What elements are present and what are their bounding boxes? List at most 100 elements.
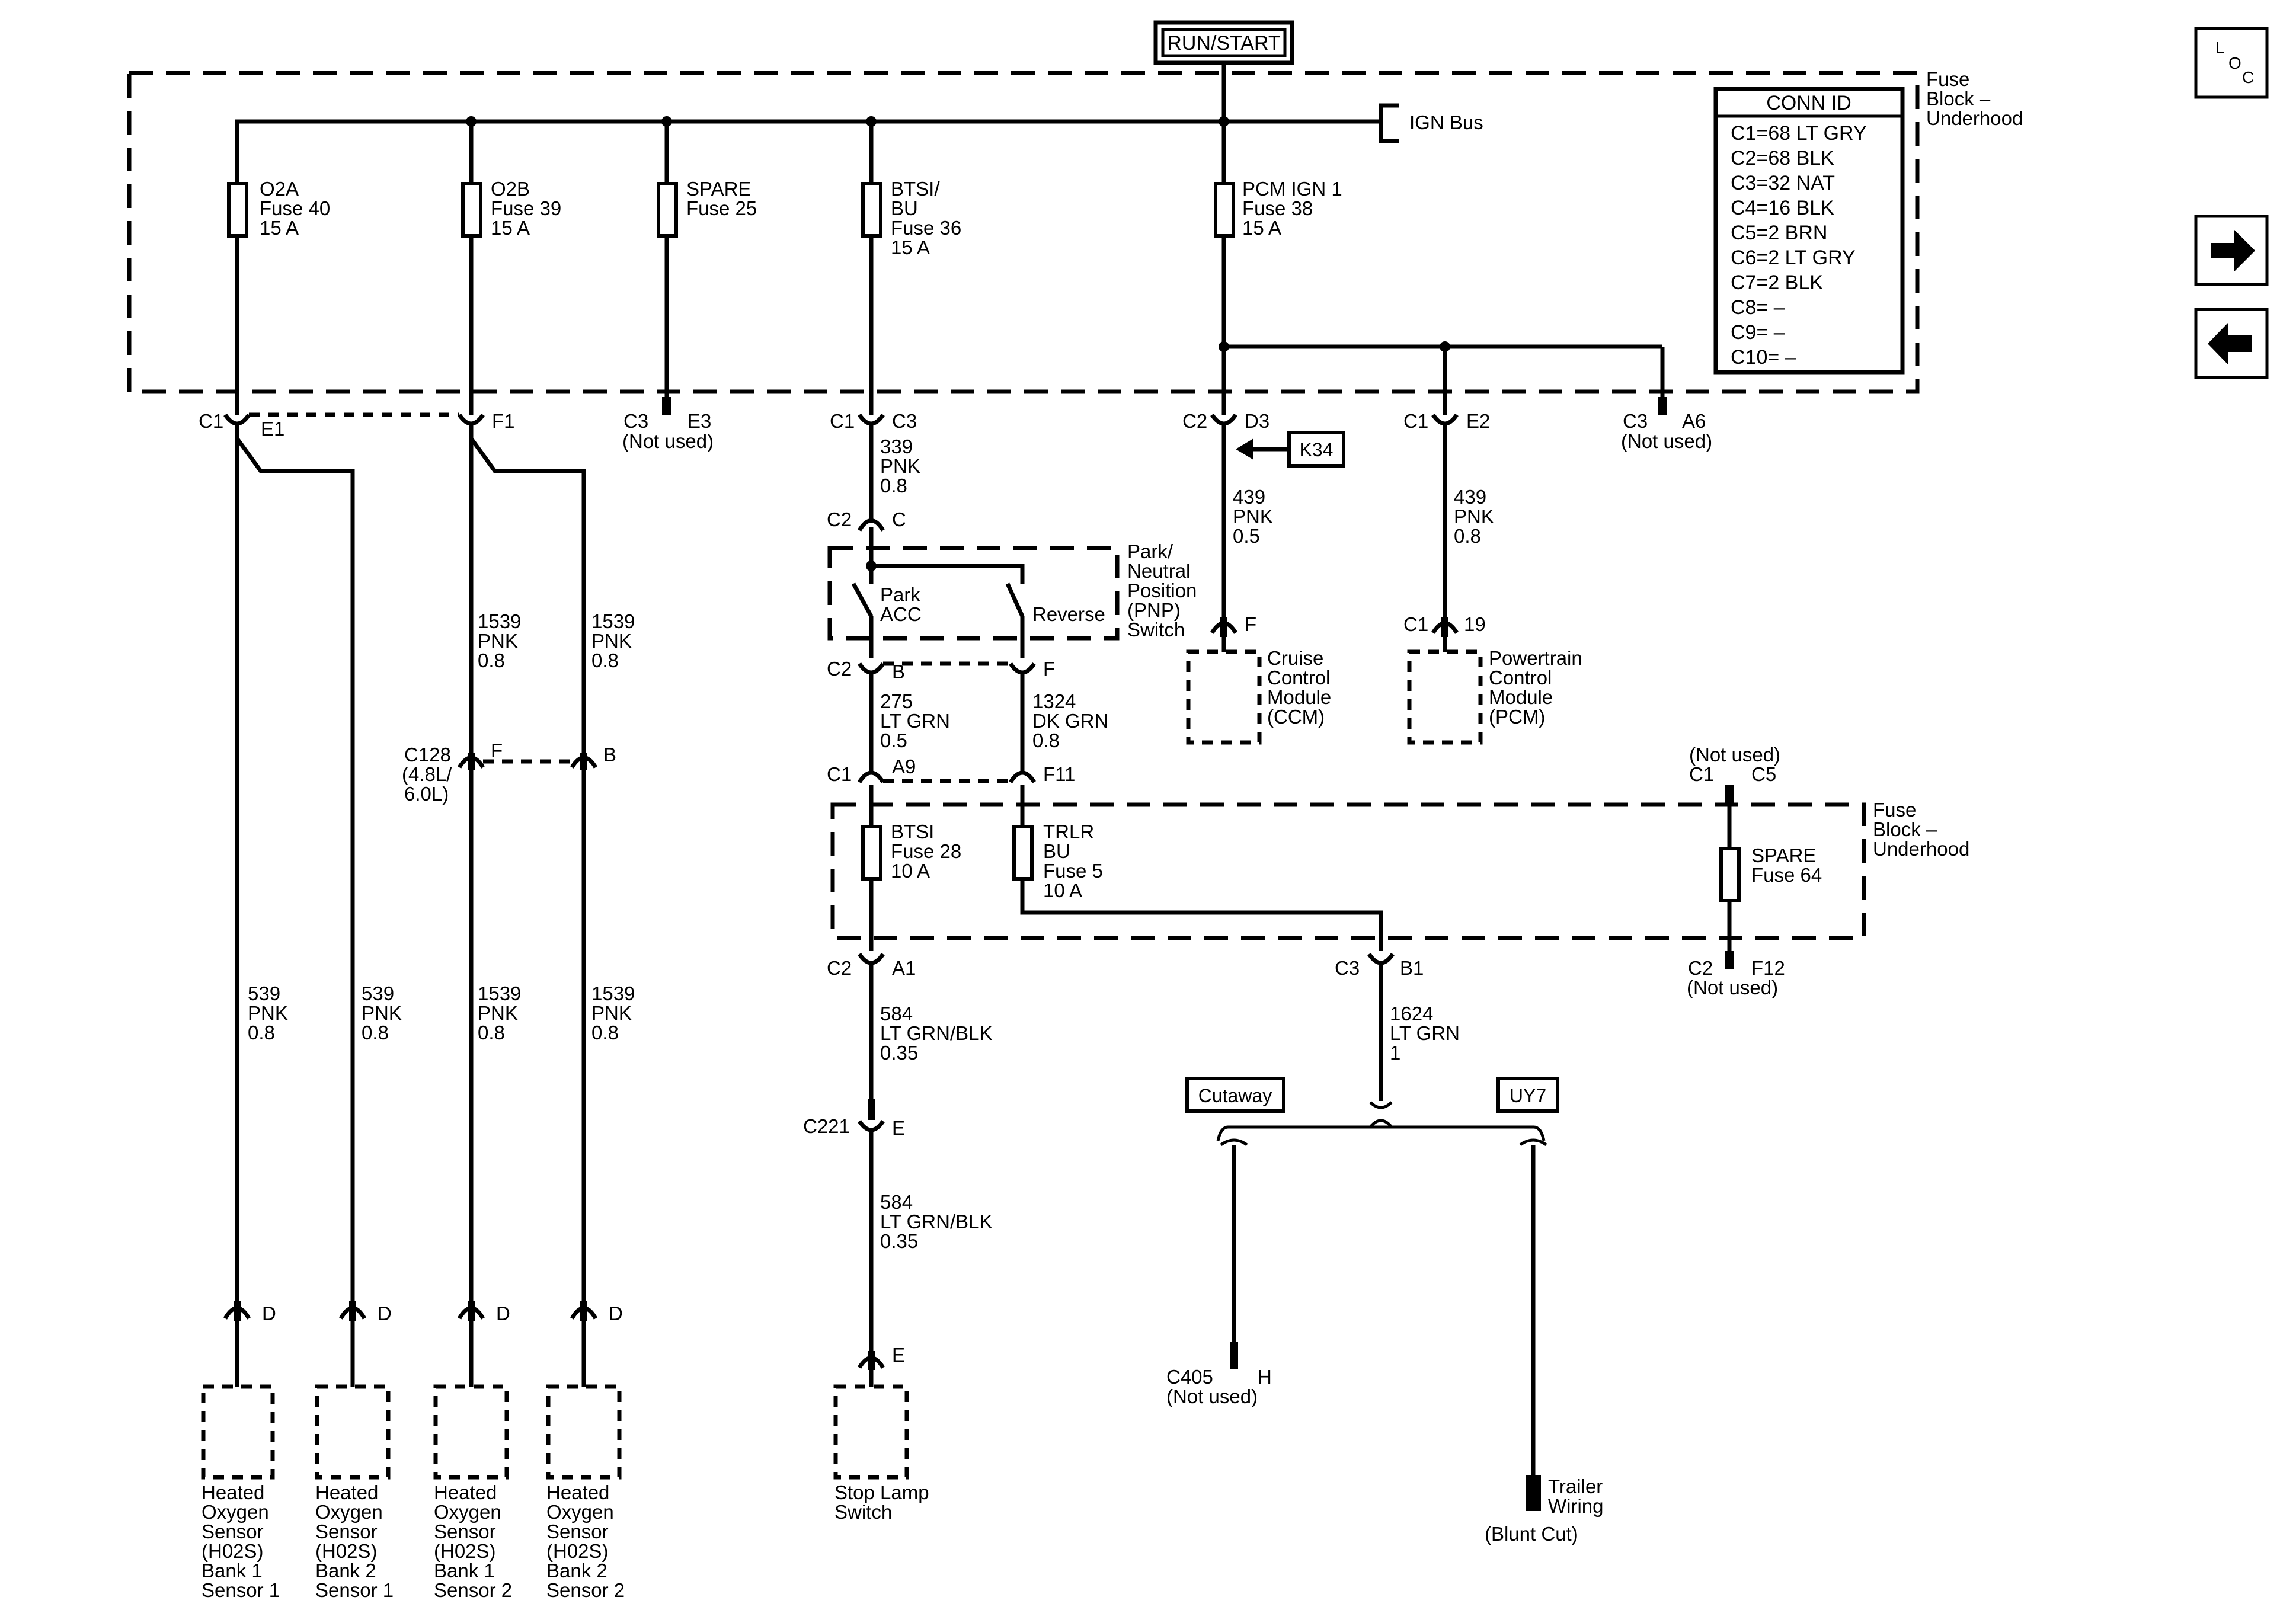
svg-text:C10= –: C10= – (1731, 346, 1796, 369)
svg-text:B: B (603, 744, 616, 766)
svg-text:0.8: 0.8 (1454, 525, 1481, 547)
svg-text:Cruise: Cruise (1267, 647, 1323, 669)
svg-text:C3: C3 (1623, 410, 1648, 432)
connector-c1-a9-f11: C1 A9 F11 (827, 756, 1075, 785)
svg-text:Fuse: Fuse (1873, 799, 1916, 821)
svg-text:Heated: Heated (315, 1481, 378, 1503)
svg-text:TRLR: TRLR (1043, 821, 1094, 843)
svg-text:Bank 2: Bank 2 (546, 1560, 607, 1582)
connector-c2-c: C2 C (827, 508, 906, 532)
svg-text:(CCM): (CCM) (1267, 706, 1325, 728)
svg-text:Fuse 28: Fuse 28 (891, 840, 961, 862)
svg-text:D: D (262, 1302, 276, 1324)
fuse-btsi-bu-36: BTSI/ BU Fuse 36 15 A (861, 121, 961, 415)
connector-c1-c3: C1 C3 (830, 410, 917, 432)
connector-c2-d3: C2 D3 (1182, 410, 1269, 432)
wire-584-a: 584 LT GRN/BLK 0.35 (868, 961, 993, 1120)
fuse-trlr-bu-5: TRLR BU Fuse 5 10 A (1012, 785, 1383, 951)
wire-439-a: 439 PNK 0.5 (1221, 422, 1273, 625)
svg-text:Oxygen: Oxygen (546, 1501, 614, 1523)
svg-text:F: F (491, 740, 503, 761)
svg-text:D: D (609, 1302, 623, 1324)
svg-text:A1: A1 (892, 957, 916, 979)
svg-text:0.8: 0.8 (248, 1022, 275, 1044)
o2a-wiring (235, 422, 355, 1301)
svg-text:BU: BU (891, 197, 918, 219)
svg-text:(PNP): (PNP) (1127, 599, 1181, 621)
svg-text:PNK: PNK (478, 630, 518, 652)
svg-text:1: 1 (1390, 1042, 1400, 1064)
svg-text:C: C (2242, 68, 2254, 87)
svg-text:C6=2 LT GRY: C6=2 LT GRY (1731, 247, 1856, 269)
svg-text:CONN ID: CONN ID (1766, 92, 1851, 114)
svg-text:Reverse: Reverse (1032, 603, 1105, 625)
svg-text:D3: D3 (1245, 410, 1269, 432)
svg-text:RUN/START: RUN/START (1167, 32, 1280, 55)
fuse-o2b: O2B Fuse 39 15 A (461, 121, 561, 415)
svg-text:Park/: Park/ (1127, 540, 1173, 562)
svg-text:(Not used): (Not used) (1621, 430, 1712, 452)
svg-text:C3: C3 (623, 410, 648, 432)
svg-text:C2: C2 (827, 957, 852, 979)
svg-text:19: 19 (1464, 613, 1486, 635)
svg-text:Position: Position (1127, 580, 1197, 601)
svg-text:(Not used): (Not used) (622, 430, 714, 452)
loc-icon[interactable]: L O C (2194, 27, 2269, 99)
arrow-right-icon[interactable] (2194, 215, 2269, 286)
svg-text:Bank 2: Bank 2 (315, 1560, 376, 1582)
svg-text:F: F (1043, 658, 1055, 680)
svg-text:Fuse 36: Fuse 36 (891, 217, 961, 239)
svg-text:C1=68 LT GRY: C1=68 LT GRY (1731, 122, 1867, 145)
svg-text:SPARE: SPARE (686, 178, 751, 200)
connector-c405: C405 H (Not used) (1166, 1366, 1272, 1407)
svg-text:C5: C5 (1751, 763, 1776, 785)
wire-439-b: 439 PNK 0.8 (1443, 422, 1494, 625)
svg-text:Underhood: Underhood (1926, 107, 2023, 129)
svg-text:439: 439 (1233, 486, 1265, 508)
ign-bus: IGN Bus (237, 63, 1483, 143)
svg-text:Control: Control (1489, 667, 1552, 689)
svg-text:Fuse 39: Fuse 39 (491, 197, 561, 219)
svg-text:PNK: PNK (362, 1002, 402, 1024)
svg-text:BTSI: BTSI (891, 821, 934, 843)
fuse-spare-64: SPARE Fuse 64 (Not used) C1 C5 C2 F12 (N… (1687, 744, 1822, 998)
svg-text:Sensor 2: Sensor 2 (546, 1579, 625, 1601)
arrow-left-icon[interactable] (2194, 308, 2269, 379)
svg-text:6.0L): 6.0L) (404, 783, 449, 805)
svg-text:PNK: PNK (591, 630, 632, 652)
svg-text:Control: Control (1267, 667, 1330, 689)
svg-text:1539: 1539 (478, 982, 521, 1004)
svg-text:Fuse 40: Fuse 40 (260, 197, 330, 219)
svg-text:LT GRN/BLK: LT GRN/BLK (880, 1211, 993, 1233)
svg-text:Module: Module (1489, 686, 1553, 708)
svg-text:1539: 1539 (591, 982, 635, 1004)
svg-text:0.35: 0.35 (880, 1230, 918, 1252)
svg-text:Sensor: Sensor (315, 1521, 378, 1542)
svg-text:Switch: Switch (834, 1501, 892, 1523)
svg-text:(H02S): (H02S) (202, 1540, 264, 1562)
svg-text:C1: C1 (830, 410, 855, 432)
svg-text:15 A: 15 A (491, 217, 530, 239)
svg-text:O2B: O2B (491, 178, 530, 200)
pnp-switch-label: Park/ Neutral Position (PNP) Switch (1127, 540, 1197, 641)
svg-text:E: E (892, 1344, 905, 1366)
pnp-switch-outline (827, 546, 1120, 641)
svg-text:10 A: 10 A (1043, 879, 1082, 901)
wire-584-b: 584 LT GRN/BLK 0.35 (869, 1129, 993, 1357)
svg-text:PNK: PNK (880, 455, 920, 477)
h02s-bank1-sensor2: D Heated Oxygen Sensor (H02S) Bank 1 Sen… (433, 1301, 512, 1601)
svg-text:D: D (496, 1302, 510, 1324)
svg-text:0.5: 0.5 (1233, 525, 1260, 547)
h02s-bank1-sensor1: D Heated Oxygen Sensor (H02S) Bank 1 Sen… (201, 1301, 280, 1601)
svg-text:Heated: Heated (202, 1481, 264, 1503)
svg-text:Underhood: Underhood (1873, 838, 1969, 860)
option-branch (1216, 1119, 1547, 1511)
svg-text:DK GRN: DK GRN (1032, 710, 1108, 732)
svg-text:C1: C1 (827, 763, 852, 785)
svg-text:15 A: 15 A (1242, 217, 1281, 239)
connector-c3-a6: C3 A6 (Not used) (1621, 397, 1712, 452)
option-uy7: UY7 (1496, 1077, 1559, 1113)
wire-1539-a: 1539 PNK 0.8 (478, 610, 521, 671)
fuse-pcm-ign-1: PCM IGN 1 Fuse 38 15 A (1214, 121, 1342, 415)
svg-text:PNK: PNK (478, 1002, 518, 1024)
